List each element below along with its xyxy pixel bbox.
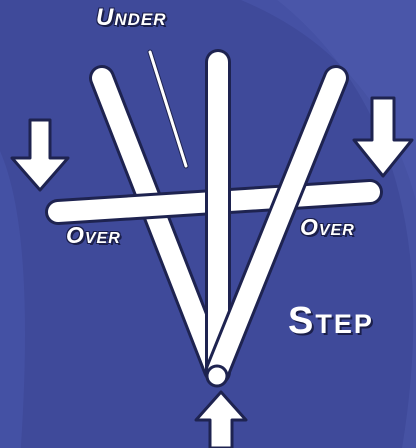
label-over-left: Over (66, 222, 121, 249)
label-step: Step (288, 300, 374, 343)
arrow-down-icon (12, 120, 68, 190)
arrow-up-icon (196, 392, 246, 448)
stick-foot (207, 366, 227, 386)
label-over-right: Over (300, 214, 355, 241)
label-under: Under (96, 4, 167, 32)
pointer-line-icon (150, 52, 186, 166)
